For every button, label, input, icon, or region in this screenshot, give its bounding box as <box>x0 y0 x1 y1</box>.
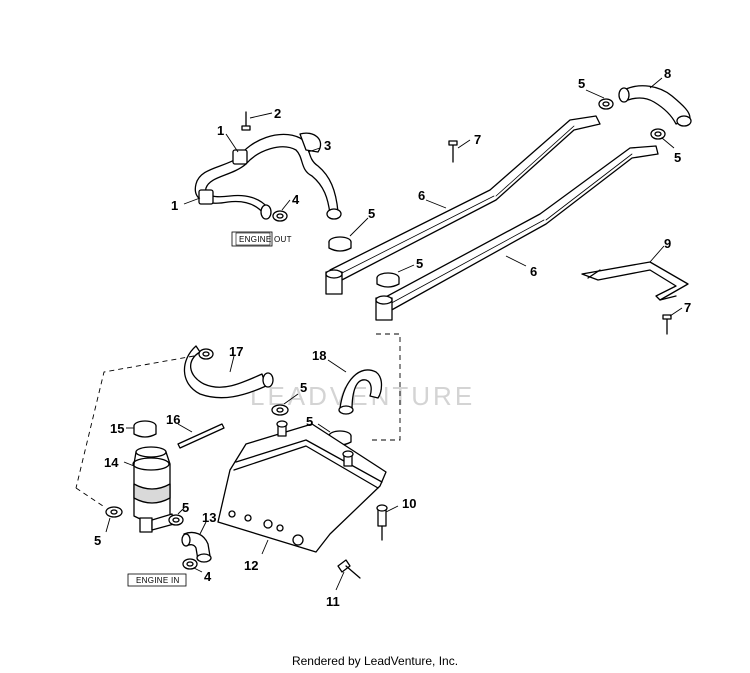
callout-numbers: 1 1 2 3 4 4 5 5 5 5 5 5 5 5 6 6 7 7 8 9 … <box>94 66 691 609</box>
engine-out-label: ENGINE OUT <box>231 231 292 247</box>
callout-8: 8 <box>664 66 671 81</box>
part-9-bracket <box>581 261 689 301</box>
part-11-screw <box>337 559 361 579</box>
part-3-hose-assembly <box>194 132 342 220</box>
dashed-connector-17 <box>75 355 195 489</box>
part-7-bolt-lower <box>662 314 672 335</box>
callout-2: 2 <box>274 106 281 121</box>
callout-10: 10 <box>402 496 416 511</box>
callout-1: 1 <box>171 198 178 213</box>
callout-5: 5 <box>300 380 307 395</box>
part-2-bolt <box>241 111 251 131</box>
part-4-clamp-lower <box>182 558 198 570</box>
part-4-clamp-upper <box>272 210 288 222</box>
dashed-connector-5 <box>75 487 107 509</box>
callout-6: 6 <box>418 188 425 203</box>
callout-9: 9 <box>664 236 671 251</box>
watermark-text: LEADVENTURE <box>250 381 475 411</box>
part-5-clamp-g <box>105 506 123 518</box>
callout-3: 3 <box>324 138 331 153</box>
callout-17: 17 <box>229 344 243 359</box>
part-6-coolant-tube-lower <box>375 145 659 321</box>
part-14-bottle <box>132 446 175 533</box>
svg-text:ENGINE IN: ENGINE IN <box>136 576 180 585</box>
part-6-coolant-tube-upper <box>325 115 601 295</box>
part-8-hose <box>618 85 692 127</box>
part-13-elbow-hose <box>181 531 212 563</box>
callout-1: 1 <box>217 123 224 138</box>
callout-5: 5 <box>94 533 101 548</box>
callout-5: 5 <box>368 206 375 221</box>
callout-5: 5 <box>674 150 681 165</box>
callout-13: 13 <box>202 510 216 525</box>
leader-lines <box>105 77 683 591</box>
part-7-bolt-upper <box>448 140 458 163</box>
callout-11: 11 <box>326 594 340 609</box>
engine-in-label: ENGINE IN <box>127 573 187 587</box>
part-18-hose <box>338 369 383 415</box>
part-17-hose <box>183 345 274 399</box>
callout-7: 7 <box>684 300 691 315</box>
callout-14: 14 <box>104 455 119 470</box>
callout-18: 18 <box>312 348 326 363</box>
part-5-clamp-a <box>328 236 352 252</box>
callout-5: 5 <box>306 414 313 429</box>
callout-5: 5 <box>578 76 585 91</box>
svg-text:ENGINE OUT: ENGINE OUT <box>239 235 292 244</box>
part-5-clamp-b <box>376 272 400 288</box>
callout-12: 12 <box>244 558 258 573</box>
part-16-rod <box>177 423 225 449</box>
part-10-stud <box>376 504 388 541</box>
callout-16: 16 <box>166 412 180 427</box>
callout-15: 15 <box>110 421 124 436</box>
part-5-clamp-d <box>650 128 666 140</box>
callout-4: 4 <box>204 569 212 584</box>
callout-7: 7 <box>474 132 481 147</box>
part-15-cap <box>133 420 157 438</box>
part-12-cover <box>217 420 387 553</box>
part-5-clamp-c <box>598 98 614 110</box>
part-5-clamp-h <box>168 514 184 526</box>
footer-credit: Rendered by LeadVenture, Inc. <box>291 654 459 668</box>
callout-6: 6 <box>530 264 537 279</box>
callout-4: 4 <box>292 192 300 207</box>
callout-5: 5 <box>182 500 189 515</box>
part-5-clamp-e <box>271 404 289 416</box>
dashed-connector-18 <box>370 333 401 441</box>
callout-5: 5 <box>416 256 423 271</box>
